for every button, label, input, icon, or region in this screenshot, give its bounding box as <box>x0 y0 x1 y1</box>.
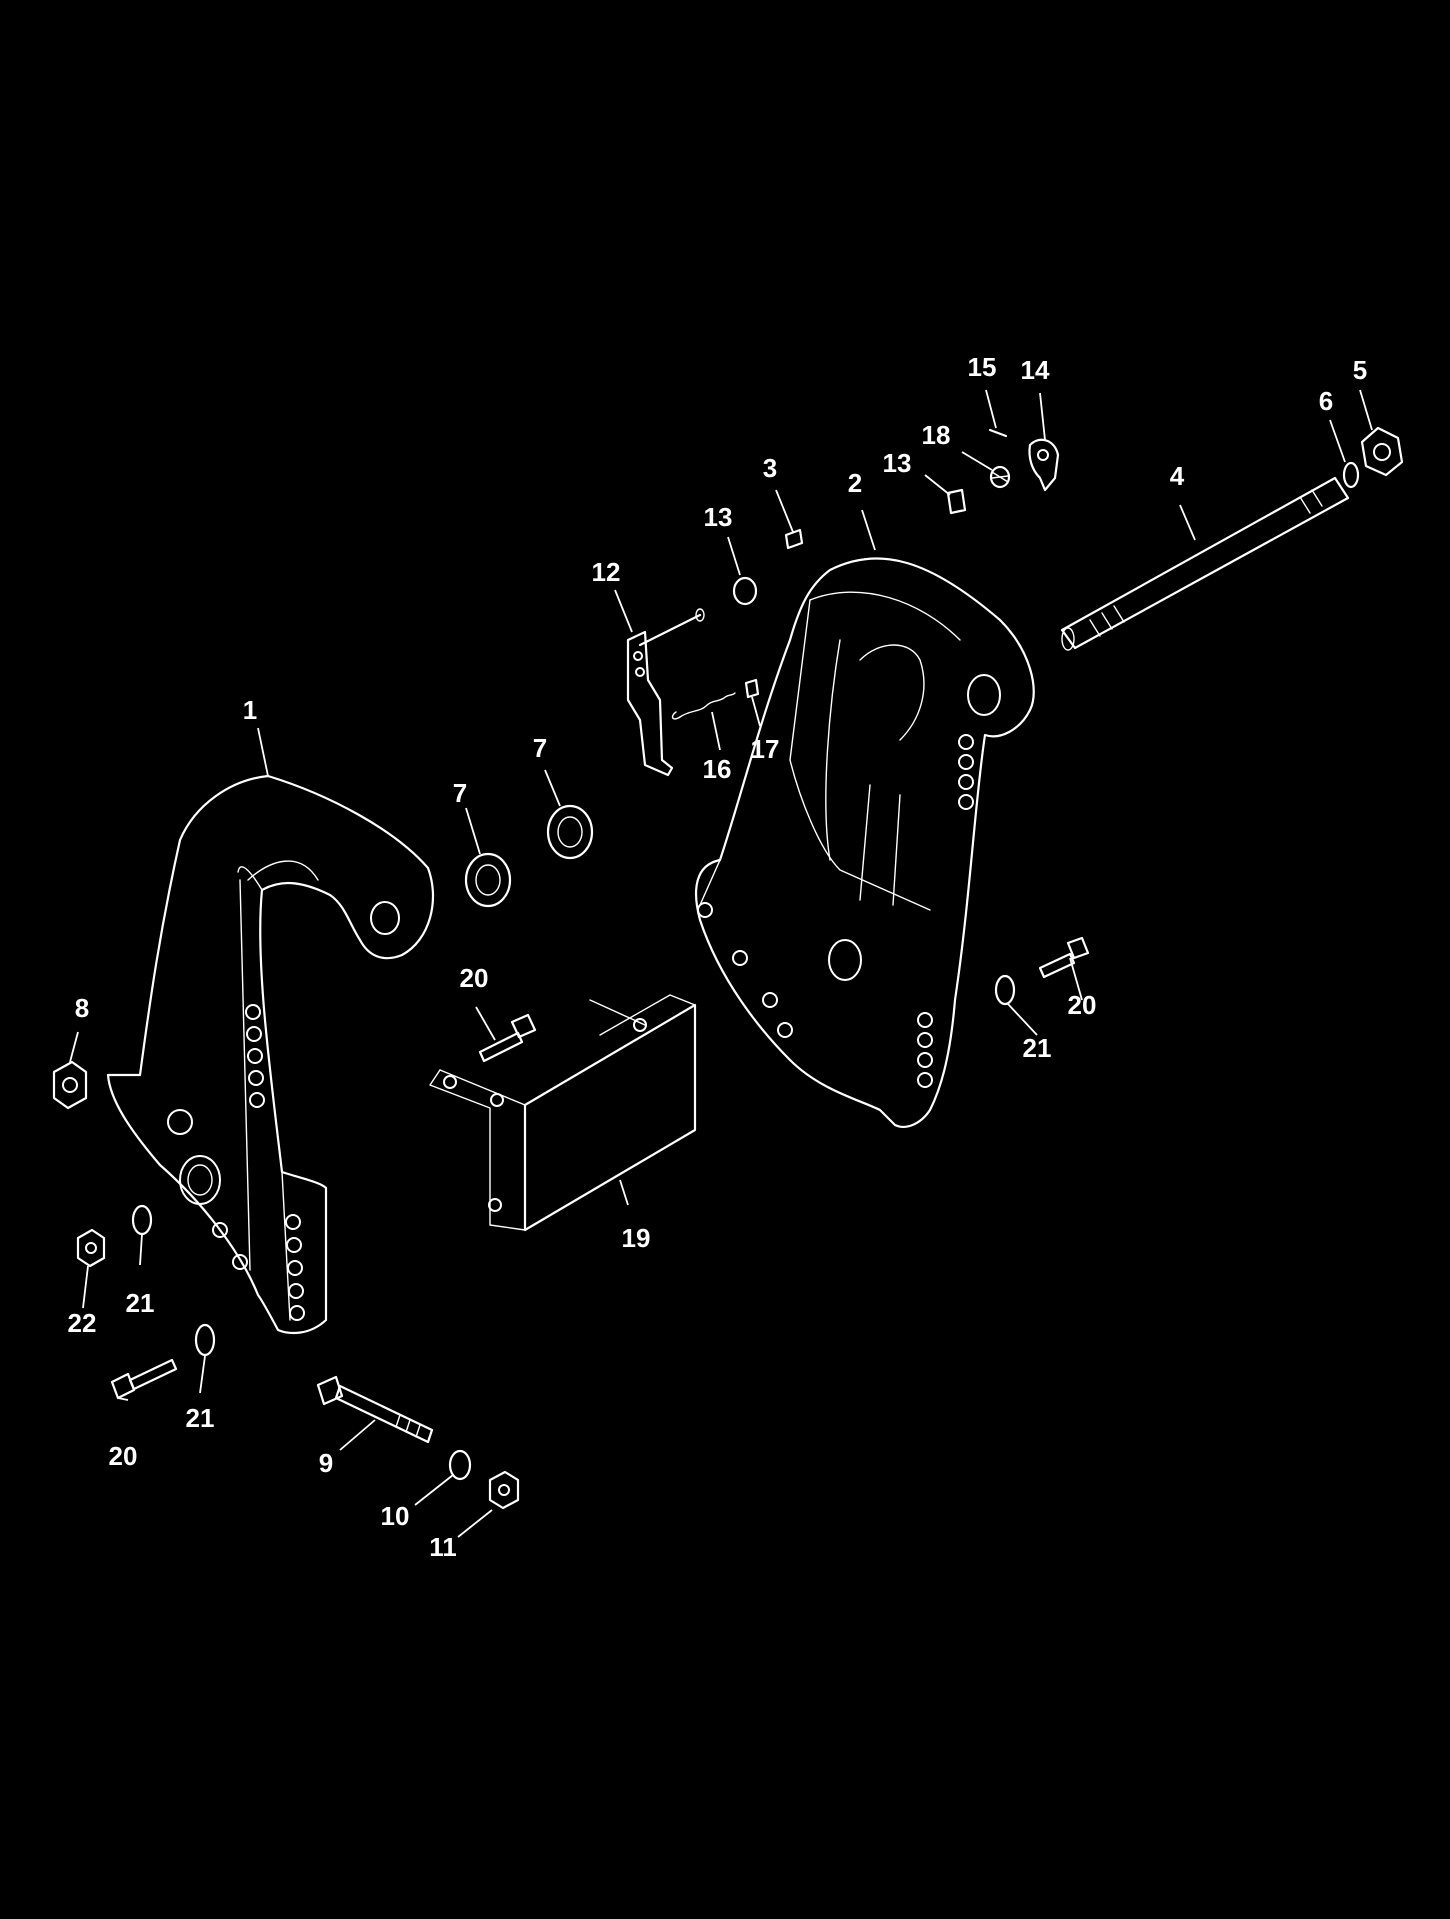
callout-7-right: 7 <box>533 733 547 763</box>
callout-9: 9 <box>319 1448 333 1478</box>
callout-13-lower: 13 <box>704 502 733 532</box>
callout-1: 1 <box>243 695 257 725</box>
washer-21-lower-left <box>194 1323 216 1357</box>
callout-22: 22 <box>68 1308 97 1338</box>
washer-21-right <box>994 974 1016 1006</box>
bolt-20-center <box>478 1013 537 1063</box>
left-clamp-bracket <box>106 774 435 1335</box>
bushing-17 <box>744 678 760 699</box>
nut-8 <box>52 1060 88 1110</box>
callout-14: 14 <box>1021 355 1050 385</box>
pivot-arm-14 <box>1028 438 1060 492</box>
callout-8: 8 <box>75 993 89 1023</box>
washer-6 <box>1342 461 1360 489</box>
callout-7-left: 7 <box>453 778 467 808</box>
callout-15: 15 <box>968 352 997 382</box>
callout-2: 2 <box>848 468 862 498</box>
callout-labels: 1 2 3 4 5 6 7 7 8 9 10 11 12 13 13 14 15… <box>68 352 1368 1562</box>
callout-18: 18 <box>922 420 951 450</box>
callout-20-left: 20 <box>109 1441 138 1471</box>
bushing-13-lower <box>732 576 758 606</box>
spring-16 <box>671 692 736 720</box>
callout-16: 16 <box>703 754 732 784</box>
nut-11 <box>488 1470 520 1510</box>
tilt-tube <box>1060 476 1350 651</box>
callout-21-lower-left: 21 <box>186 1403 215 1433</box>
callout-11: 11 <box>429 1532 457 1562</box>
callout-21-right: 21 <box>1023 1033 1052 1063</box>
callout-20-center: 20 <box>460 963 489 993</box>
spring-18 <box>989 465 1011 489</box>
callout-19: 19 <box>622 1223 651 1253</box>
bolt-20-left <box>110 1358 178 1400</box>
callout-17: 17 <box>751 734 780 764</box>
washer-10 <box>448 1449 472 1481</box>
bolt-20-right <box>1038 936 1090 979</box>
nut-22 <box>76 1228 106 1268</box>
leader-lines <box>69 389 1373 1538</box>
pin-15 <box>988 428 1008 438</box>
callout-6: 6 <box>1319 386 1333 416</box>
tab-washer-7-left <box>464 852 512 908</box>
callout-10: 10 <box>381 1501 410 1531</box>
callout-12: 12 <box>592 557 621 587</box>
callout-13-upper: 13 <box>883 448 912 478</box>
nut-5 <box>1360 426 1404 477</box>
callout-21-upper-left: 21 <box>126 1288 155 1318</box>
callout-20-right: 20 <box>1068 990 1097 1020</box>
tilt-lock-lever-12 <box>626 608 705 777</box>
bracket-plate <box>429 994 697 1232</box>
bolt-9 <box>316 1375 434 1444</box>
plug-3 <box>784 528 804 550</box>
tab-washer-7-right <box>546 804 594 860</box>
right-clamp-bracket <box>694 557 1035 1128</box>
callout-4: 4 <box>1170 461 1185 491</box>
bushing-13-upper <box>946 488 967 515</box>
callout-5: 5 <box>1353 355 1367 385</box>
callout-3: 3 <box>763 453 777 483</box>
